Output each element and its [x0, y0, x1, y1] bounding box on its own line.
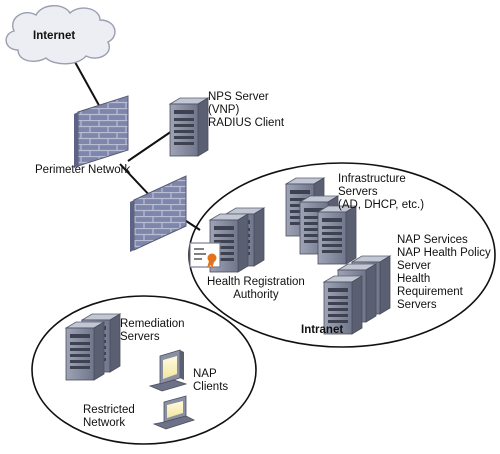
infrastructure-servers-label: Infrastructure Servers (AD, DHCP, etc.) — [338, 173, 425, 211]
laptop-client-icon — [152, 395, 196, 430]
certificate-icon — [189, 242, 221, 269]
internal-firewall-icon — [130, 175, 187, 252]
link-firewall-nps — [127, 130, 173, 162]
restricted-network-label: Restricted Network — [83, 404, 135, 429]
link-firewall-firewall — [119, 163, 153, 199]
nps-server-label: NPS Server (VNP) RADIUS Client — [208, 91, 285, 129]
remediation-servers-icon — [65, 313, 121, 381]
perimeter-firewall-icon — [74, 95, 129, 168]
nap-services-label: NAP Services NAP Health Policy Server He… — [397, 234, 491, 311]
perimeter-network-label: Perimeter Network — [35, 164, 131, 176]
intranet-label: Intranet — [301, 324, 344, 336]
nps-server-icon — [169, 97, 209, 157]
remediation-servers-label: Remediation Servers — [120, 318, 185, 343]
hra-label: Health Registration Authority — [207, 276, 305, 301]
internet-cloud-icon — [5, 5, 116, 65]
desktop-client-icon — [148, 349, 188, 392]
nap-clients-label: NAP Clients — [193, 368, 229, 393]
internet-label: Internet — [33, 30, 76, 42]
